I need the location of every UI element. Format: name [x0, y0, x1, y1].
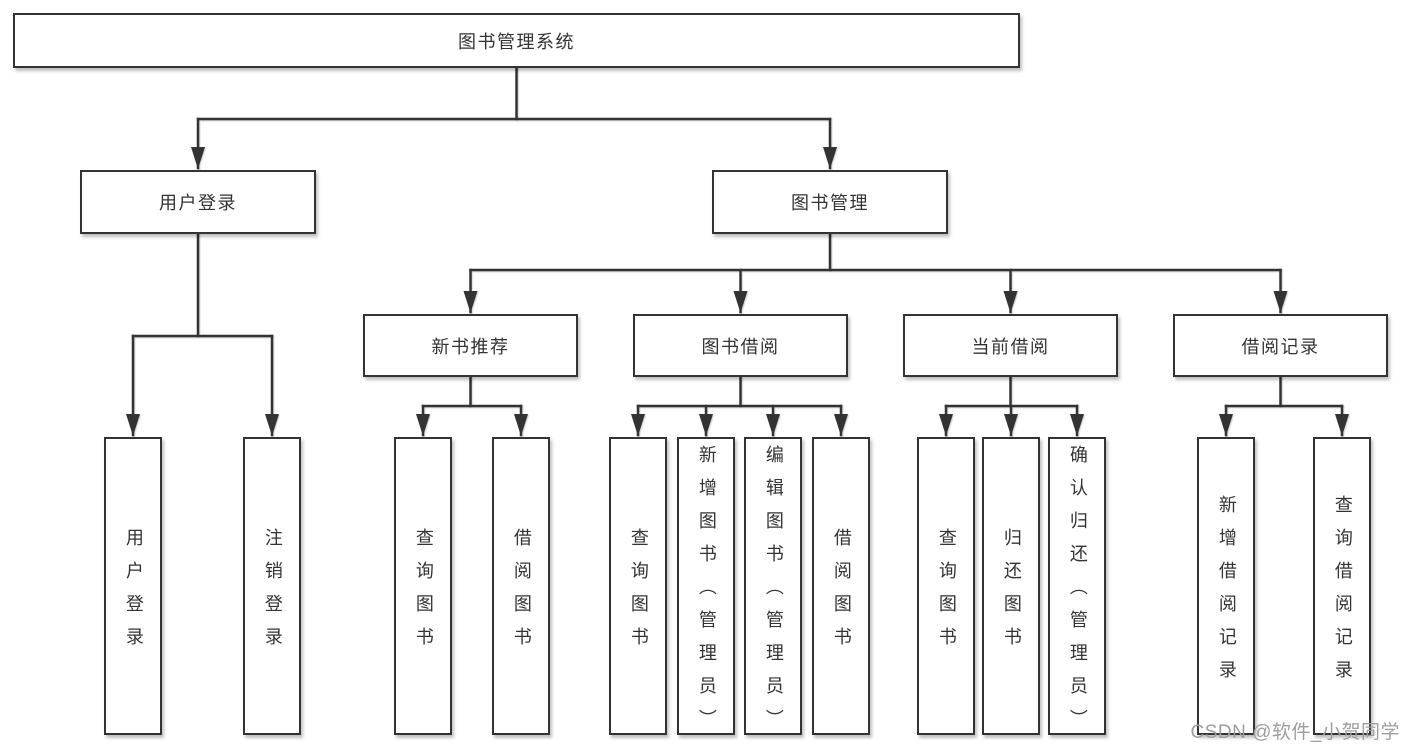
- node-current-borrowing: 当前借阅: [903, 314, 1118, 377]
- node-new-book-recommend-label: 新书推荐: [431, 336, 510, 357]
- leaf-query-borrow-record-label: 查询借阅记录: [1332, 494, 1353, 693]
- leaf-query-book-1-label: 查询图书: [413, 527, 434, 660]
- leaf-add-book-admin: 新增图书（管理员）: [677, 437, 735, 742]
- leaf-query-book-3-label: 查询图书: [936, 527, 957, 660]
- leaf-query-book-2-label: 查询图书: [628, 527, 649, 660]
- watermark: CSDN @软件_小贺同学: [1190, 722, 1400, 743]
- leaf-edit-book-admin-label: 编辑图书（管理员）: [763, 445, 784, 742]
- node-book-management: 图书管理: [712, 170, 948, 234]
- leaf-confirm-return-admin-label: 确认归还（管理员）: [1067, 445, 1088, 742]
- node-borrowing-records-label: 借阅记录: [1241, 336, 1320, 357]
- node-library-system: 图书管理系统: [13, 13, 1020, 68]
- node-library-system-label: 图书管理系统: [458, 31, 575, 52]
- leaf-user-login-label: 用户登录: [123, 527, 144, 660]
- node-user-login: 用户登录: [80, 170, 316, 234]
- node-current-borrowing-label: 当前借阅: [971, 336, 1050, 357]
- node-book-management-label: 图书管理: [791, 193, 869, 213]
- leaf-logout: 注销登录: [243, 437, 301, 735]
- leaf-borrow-book-2-label: 借阅图书: [831, 527, 852, 660]
- leaf-query-book-2: 查询图书: [609, 437, 667, 735]
- leaf-query-book-3: 查询图书: [917, 437, 975, 735]
- leaf-confirm-return-admin: 确认归还（管理员）: [1048, 437, 1106, 742]
- leaf-logout-label: 注销登录: [262, 527, 283, 660]
- leaf-return-book: 归还图书: [982, 437, 1040, 735]
- leaf-add-borrow-record-label: 新增借阅记录: [1216, 494, 1237, 693]
- leaf-borrow-book-1: 借阅图书: [492, 437, 550, 735]
- node-book-borrowing: 图书借阅: [633, 314, 848, 377]
- leaf-query-book-1: 查询图书: [394, 437, 452, 735]
- node-new-book-recommend: 新书推荐: [363, 314, 578, 377]
- leaf-return-book-label: 归还图书: [1001, 527, 1022, 660]
- leaf-add-book-admin-label: 新增图书（管理员）: [696, 445, 717, 742]
- node-user-login-label: 用户登录: [159, 193, 237, 213]
- leaf-add-borrow-record: 新增借阅记录: [1197, 437, 1255, 735]
- node-borrowing-records: 借阅记录: [1173, 314, 1388, 377]
- leaf-borrow-book-1-label: 借阅图书: [511, 527, 532, 660]
- leaf-query-borrow-record: 查询借阅记录: [1313, 437, 1371, 735]
- node-book-borrowing-label: 图书借阅: [701, 336, 780, 357]
- leaf-borrow-book-2: 借阅图书: [812, 437, 870, 735]
- leaf-user-login: 用户登录: [104, 437, 162, 735]
- leaf-edit-book-admin: 编辑图书（管理员）: [744, 437, 802, 742]
